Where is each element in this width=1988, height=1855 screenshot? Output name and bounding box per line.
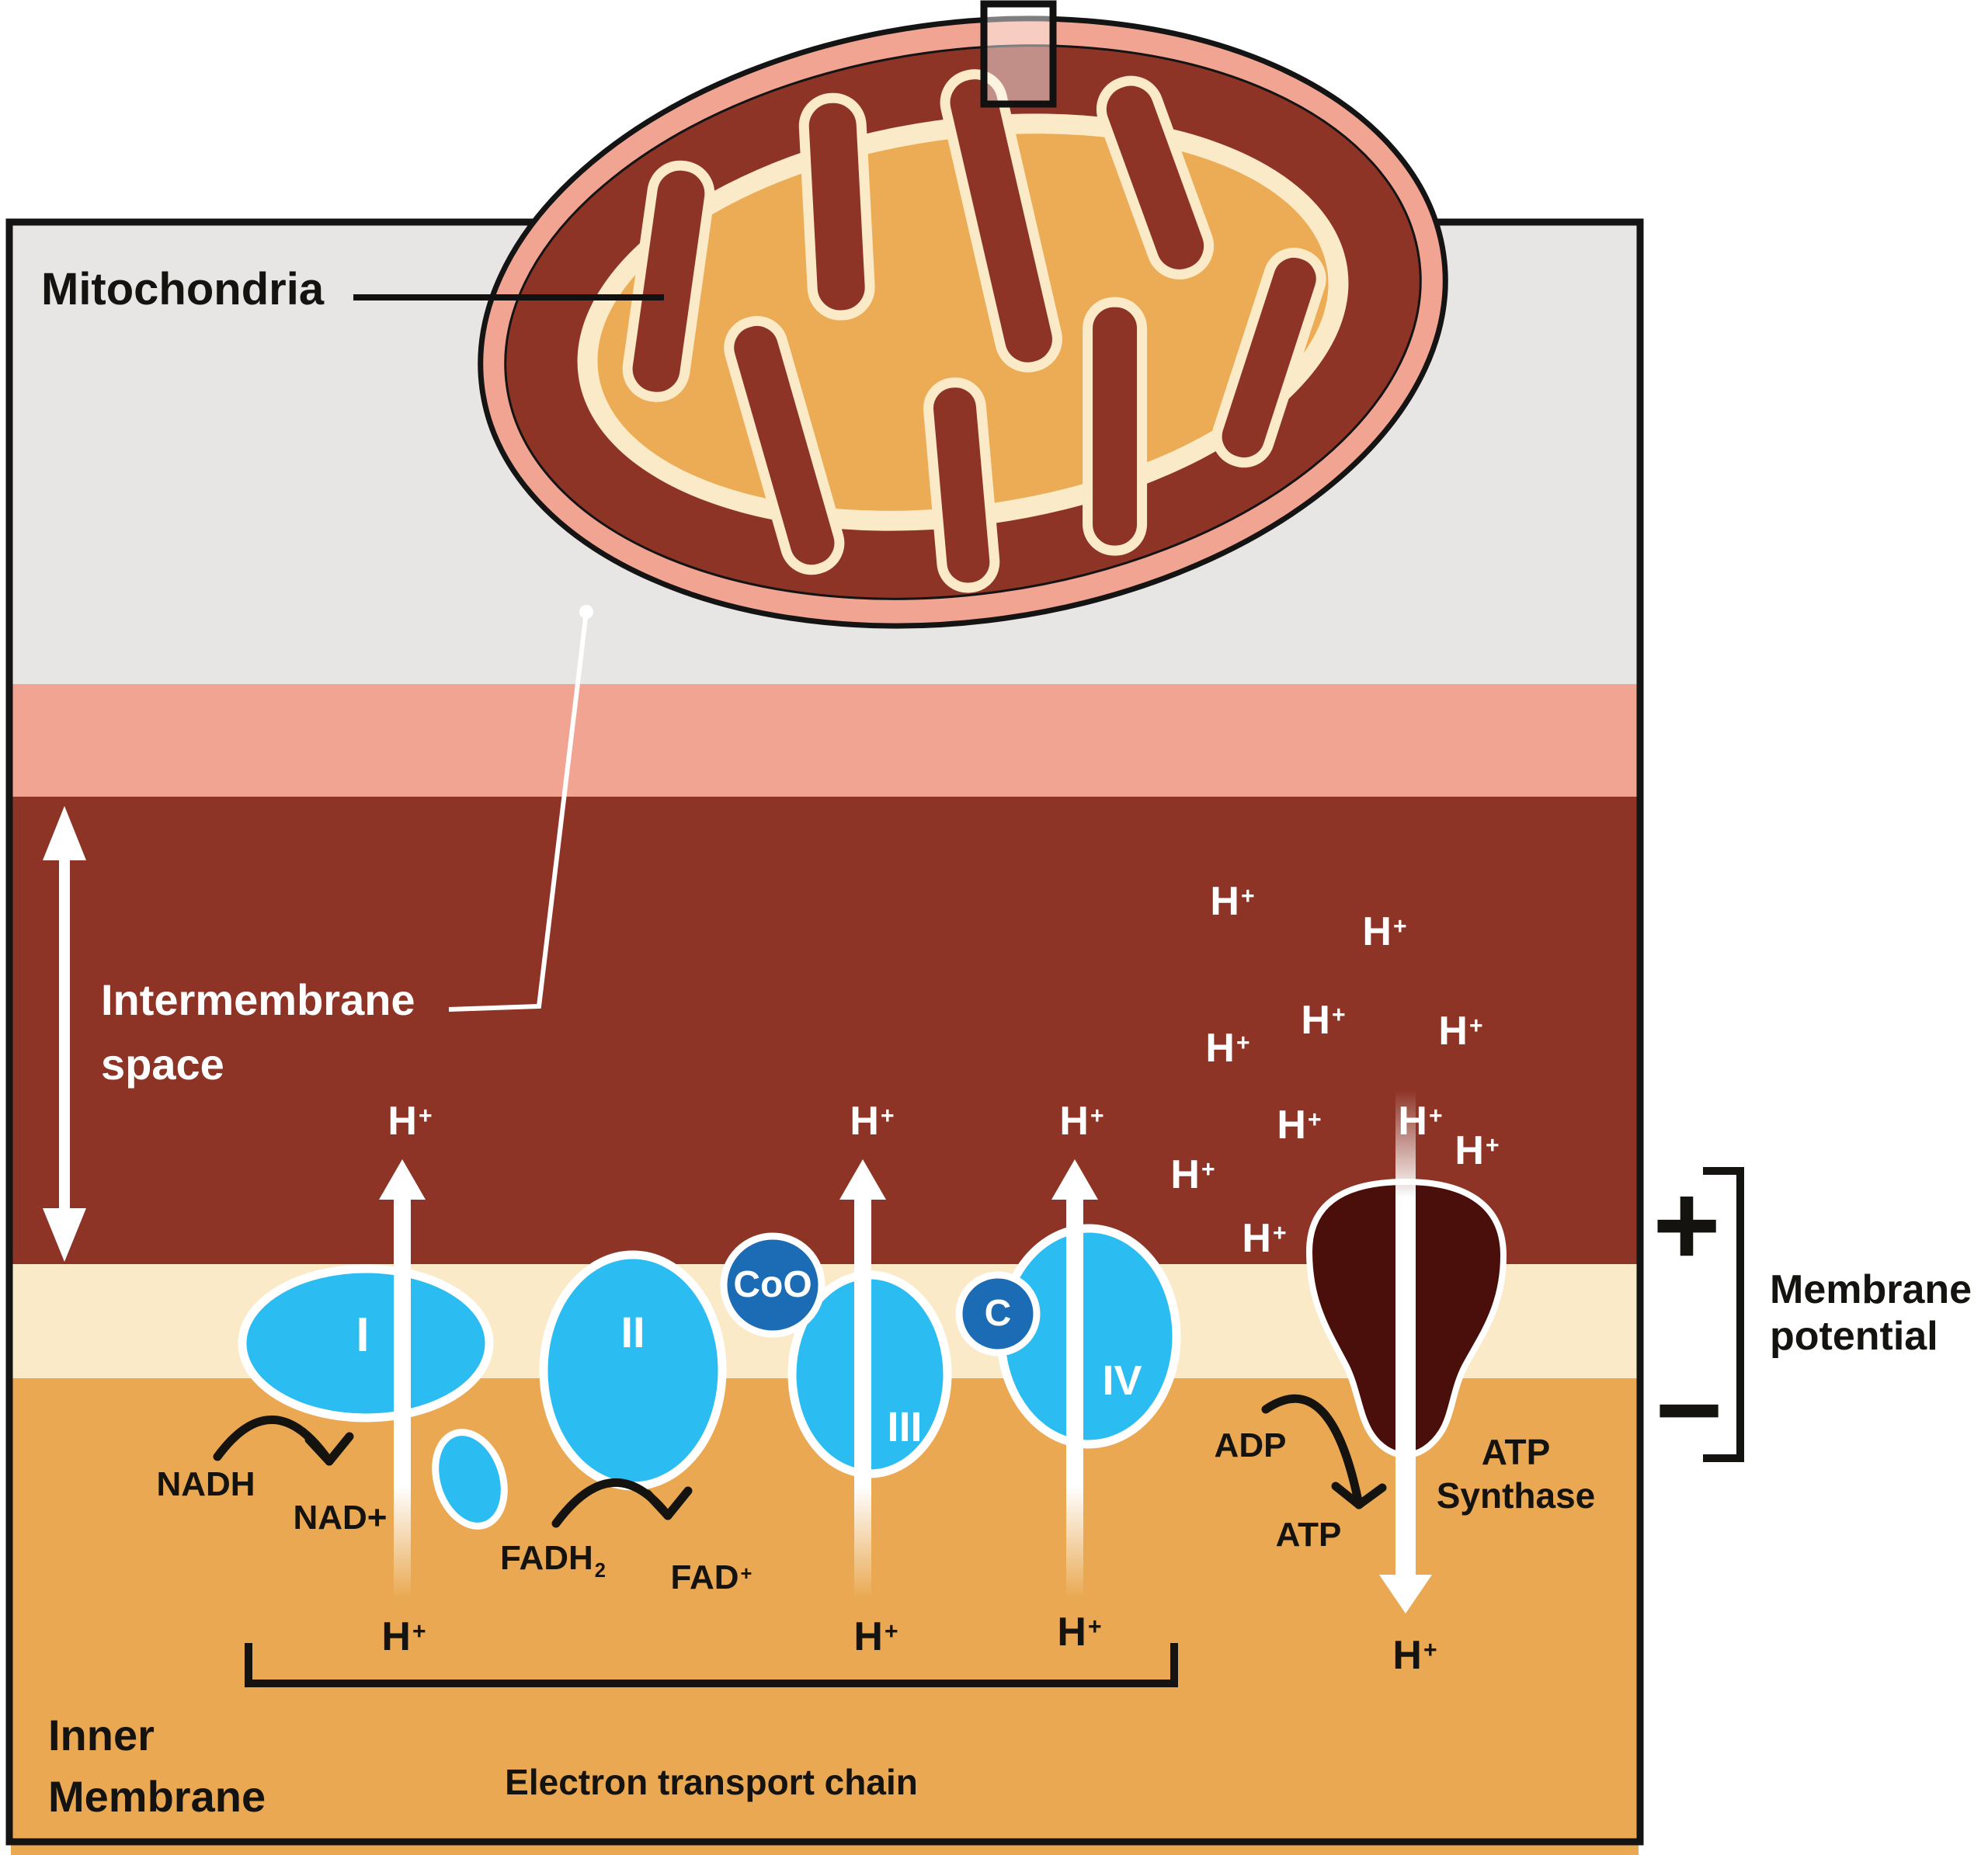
electron-transport-chain-label: Electron transport chain	[505, 1762, 918, 1802]
membrane-potential-bracket	[1703, 1167, 1744, 1462]
h-plus-ion-atp-top: H+	[1398, 1099, 1443, 1144]
zoom-indicator-rectangle	[980, 0, 1057, 108]
coenzyme-q-label: CoO	[733, 1264, 812, 1305]
reaction-arrows	[213, 1394, 1387, 1528]
h-plus-matrix-complex-iv: H+	[1057, 1610, 1102, 1655]
h-plus-ion: H+	[1210, 879, 1255, 924]
h-plus-pumped-complex-iii: H+	[850, 1099, 895, 1144]
cytochrome-c-label: C	[984, 1293, 1012, 1334]
intermembrane-space-label-line2: space	[101, 1040, 224, 1089]
complex-i-shape	[238, 1264, 494, 1423]
h-plus-ion: H+	[1301, 998, 1346, 1043]
atp-label: ATP	[1275, 1516, 1342, 1554]
intermembrane-connector	[448, 605, 593, 1012]
fad-plus-label: FAD+	[671, 1561, 752, 1595]
nad-plus-label: NAD+	[293, 1499, 388, 1537]
proton-flow-arrow-atp-synthase	[1379, 1090, 1432, 1614]
cytochrome-c-shape	[955, 1271, 1041, 1357]
h-plus-ion: H+	[1277, 1103, 1322, 1148]
fadh2-subscript: 2	[594, 1559, 606, 1582]
h-plus-ion: H+	[1455, 1128, 1500, 1173]
mitochondrion-illustration	[478, 16, 1448, 629]
complex-ii-shape	[539, 1250, 727, 1491]
h-plus-ion: H+	[1362, 909, 1407, 954]
h-plus-matrix-complex-i: H+	[381, 1614, 426, 1659]
fad-base: FAD	[670, 1558, 739, 1596]
fadh2-to-fad-arrow	[551, 1478, 693, 1528]
membrane-potential-label-line1: Membrane	[1770, 1267, 1972, 1312]
atp-synthase-label-line1: ATP	[1481, 1431, 1551, 1472]
adp-label: ADP	[1214, 1426, 1287, 1464]
plus-sign: +	[1653, 1159, 1721, 1290]
outer-membrane-band	[11, 684, 1639, 797]
proton-pump-arrows	[379, 1090, 1432, 1614]
mito-cristae	[622, 69, 1326, 593]
inner-membrane-label-line1: Inner	[48, 1711, 155, 1759]
mitochondria-label: Mitochondria	[41, 264, 325, 314]
minus-sign: −	[1655, 1344, 1723, 1475]
atp-synthase-label: ATP Synthase	[1437, 1430, 1596, 1517]
proton-arrow-complex-iii	[839, 1159, 886, 1600]
h-plus-matrix-complex-iii: H+	[853, 1614, 898, 1659]
membrane-potential-label-line2: potential	[1770, 1314, 1938, 1359]
inner-membrane-label-line2: Membrane	[48, 1772, 266, 1821]
nadh-to-nad-arrow	[213, 1416, 354, 1466]
intermembrane-space-label-line1: Intermembrane	[101, 975, 415, 1024]
complex-iii-label: III	[887, 1404, 923, 1450]
complex-iv-label: IV	[1102, 1357, 1142, 1404]
h-plus-ion: H+	[1205, 1026, 1250, 1071]
fadh2-label: FADH2	[500, 1539, 606, 1581]
complex-i-label: I	[356, 1308, 370, 1362]
fadh2-base: FADH	[500, 1539, 593, 1577]
proton-arrow-complex-iv	[1051, 1159, 1098, 1600]
h-plus-pumped-complex-iv: H+	[1059, 1099, 1104, 1144]
proton-arrow-complex-i	[379, 1159, 426, 1600]
etc-complexes	[238, 1178, 1507, 1530]
atp-synthase-label-line2: Synthase	[1436, 1475, 1596, 1516]
complex-ii-label: II	[620, 1308, 645, 1357]
h-plus-matrix-atp-synthase: H+	[1392, 1633, 1437, 1678]
nadh-label: NADH	[156, 1465, 255, 1503]
intermembrane-extent-arrow	[43, 806, 86, 1262]
complex-i-subunit-shape	[432, 1429, 508, 1530]
h-plus-ion: H+	[1170, 1152, 1215, 1197]
etc-bracket	[245, 1643, 1178, 1687]
adp-to-atp-arrow	[1261, 1394, 1387, 1509]
fad-superscript: +	[740, 1562, 752, 1585]
coenzyme-q-shape	[720, 1232, 825, 1338]
h-plus-ion: H+	[1242, 1216, 1287, 1261]
h-plus-pumped-complex-i: H+	[388, 1099, 433, 1144]
h-plus-ion: H+	[1438, 1009, 1483, 1054]
